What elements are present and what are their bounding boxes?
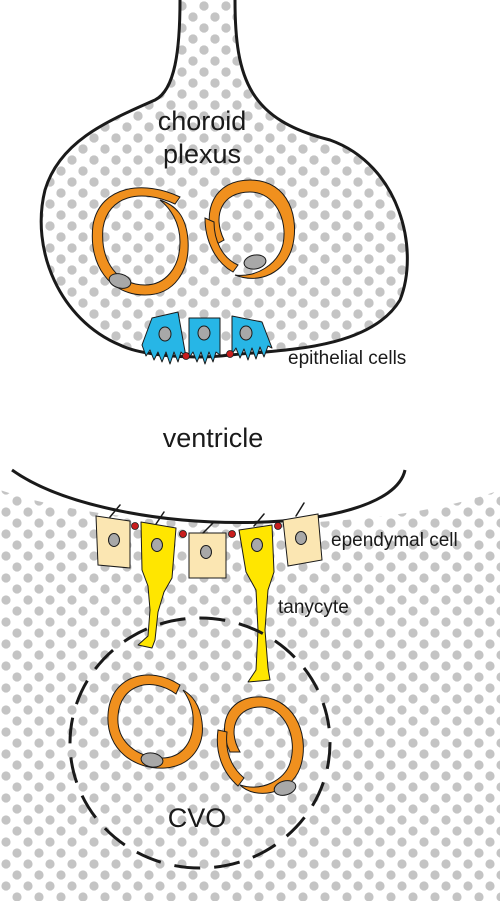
tight-junction <box>132 523 139 530</box>
ventricle-label: ventricle <box>163 423 264 453</box>
tight-junction <box>183 353 190 360</box>
epithelial-cells-label: epithelial cells <box>288 348 406 369</box>
tight-junction <box>227 351 234 358</box>
ependymal-cell-label: ependymal cell <box>331 530 458 551</box>
choroid-plexus-label-line1: choroid <box>158 106 247 136</box>
cvo-label: CVO <box>168 803 227 833</box>
choroid-plexus-label-line2: plexus <box>163 139 241 169</box>
tight-junction <box>275 523 282 530</box>
tight-junction <box>180 531 187 538</box>
tanycyte-label: tanycyte <box>278 597 349 618</box>
tight-junction <box>229 531 236 538</box>
